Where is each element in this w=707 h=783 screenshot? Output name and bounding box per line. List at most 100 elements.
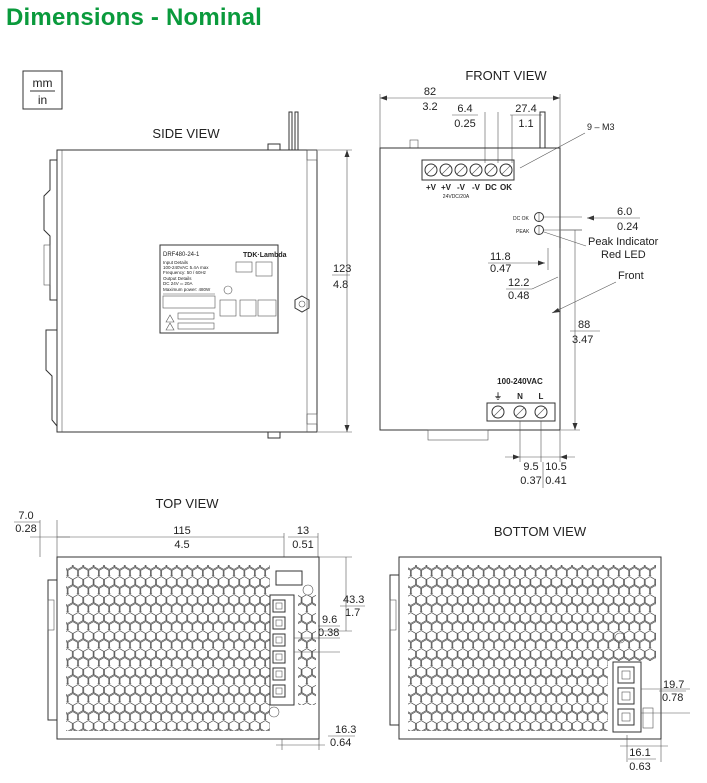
top-vent-pattern bbox=[66, 565, 270, 731]
dim-88-in: 3.47 bbox=[572, 334, 593, 346]
bottom-view-label: BOTTOM VIEW bbox=[494, 524, 587, 539]
bottom-vent-pattern-bottom bbox=[408, 661, 608, 731]
svg-text:Maximum power: 480W: Maximum power: 480W bbox=[163, 287, 211, 292]
front-view: FRONT VIEW 82 3.2 6.4 0.25 27.4 1.1 9 – … bbox=[379, 68, 659, 488]
dim-6-4-mm: 6.4 bbox=[457, 103, 472, 115]
svg-text:Output Details: Output Details bbox=[163, 276, 192, 281]
bottom-terminal bbox=[617, 666, 635, 684]
dim-16-1-mm: 16.1 bbox=[629, 747, 650, 759]
input-terminal-label: L bbox=[539, 392, 544, 401]
dim-9-5-mm: 9.5 bbox=[523, 461, 538, 473]
rating-label: 24VDC/20A bbox=[443, 194, 470, 200]
front-view-label: FRONT VIEW bbox=[465, 68, 547, 83]
dim-19-7-in: 0.78 bbox=[662, 692, 683, 704]
dc-ok-label: DC OK bbox=[513, 216, 530, 222]
page-title: Dimensions - Nominal bbox=[6, 4, 263, 31]
dim-115-in: 4.5 bbox=[174, 539, 189, 551]
dim-12-2-mm: 12.2 bbox=[508, 277, 529, 289]
output-terminal-block bbox=[421, 159, 515, 181]
dim-123-mm: 123 bbox=[333, 263, 351, 275]
bottom-terminal bbox=[617, 687, 635, 705]
input-terminal-screw bbox=[491, 405, 505, 419]
peak-label: PEAK bbox=[516, 229, 530, 235]
svg-text:DC 24V ═ 20A: DC 24V ═ 20A bbox=[163, 281, 192, 286]
dim-13-mm: 13 bbox=[297, 525, 309, 537]
front-body bbox=[379, 147, 561, 431]
terminal-screw bbox=[424, 163, 438, 177]
svg-text:100-240VAC 5.4A max: 100-240VAC 5.4A max bbox=[163, 265, 209, 270]
units-mm: mm bbox=[33, 76, 53, 90]
dim-13-in: 0.51 bbox=[292, 539, 313, 551]
top-view-label: TOP VIEW bbox=[155, 496, 219, 511]
terminal-label: -V bbox=[457, 183, 466, 192]
dim-6-4-in: 0.25 bbox=[454, 118, 475, 130]
svg-text:Input Details: Input Details bbox=[163, 260, 189, 265]
dim-10-5-mm: 10.5 bbox=[545, 461, 566, 473]
callout-peak: Peak Indicator bbox=[588, 236, 659, 248]
dim-19-7-mm: 19.7 bbox=[663, 679, 684, 691]
terminal-label: OK bbox=[500, 183, 512, 192]
callout-front: Front bbox=[618, 270, 644, 282]
dim-16-3-in: 0.64 bbox=[330, 737, 351, 749]
terminal-label: -V bbox=[472, 183, 481, 192]
dim-12-2-in: 0.48 bbox=[508, 290, 529, 302]
dim-16-1-in: 0.63 bbox=[629, 761, 650, 773]
terminal-label: +V bbox=[441, 183, 452, 192]
svg-text:Frequency: 50 / 60Hz: Frequency: 50 / 60Hz bbox=[163, 270, 207, 275]
dim-43-3-mm: 43.3 bbox=[343, 594, 364, 606]
top-terminal bbox=[272, 684, 286, 698]
terminal-label: +V bbox=[426, 183, 437, 192]
input-terminal-label: N bbox=[517, 392, 523, 401]
terminal-screw bbox=[499, 163, 513, 177]
terminal-screw bbox=[454, 163, 468, 177]
dim-9-6-in: 0.38 bbox=[318, 627, 339, 639]
dim-9-5-in: 0.37 bbox=[520, 475, 541, 487]
dim-27-4-in: 1.1 bbox=[518, 118, 533, 130]
label-brand: TDK·Lambda bbox=[243, 252, 287, 259]
dim-6-0-mm: 6.0 bbox=[617, 206, 632, 218]
top-terminal bbox=[272, 616, 286, 630]
dim-11-8-mm: 11.8 bbox=[490, 251, 511, 263]
input-terminal-screw bbox=[513, 405, 527, 419]
dim-7-0-in: 0.28 bbox=[15, 523, 36, 535]
input-terminal-screw bbox=[534, 405, 548, 419]
top-terminal-column bbox=[269, 594, 295, 706]
dim-27-4-mm: 27.4 bbox=[515, 103, 536, 115]
side-view-label: SIDE VIEW bbox=[152, 126, 220, 141]
label-model: DRF480-24-1 bbox=[163, 252, 200, 258]
input-terminal-label: ⏚ bbox=[494, 392, 502, 401]
dim-11-8-in: 0.47 bbox=[490, 263, 511, 275]
bottom-view: BOTTOM VIEW 19.7 0.78 16.1 0.63 bbox=[389, 524, 690, 773]
dim-82-mm: 82 bbox=[424, 86, 436, 98]
dim-6-0-in: 0.24 bbox=[617, 221, 638, 233]
input-terminal-block bbox=[486, 402, 556, 422]
side-view: SIDE VIEW DRF480-24-1 TDK·Lambda Input D… bbox=[43, 111, 352, 439]
terminal-screw bbox=[484, 163, 498, 177]
top-view: TOP VIEW 7.0 0.28 115 4.5 13 0.51 bbox=[14, 496, 365, 750]
side-body bbox=[56, 149, 318, 433]
callout-red-led: Red LED bbox=[601, 249, 646, 261]
terminal-screw bbox=[439, 163, 453, 177]
dim-123-in: 4.8 bbox=[333, 279, 348, 291]
dim-10-5-in: 0.41 bbox=[545, 475, 566, 487]
dim-82-in: 3.2 bbox=[422, 101, 437, 113]
bottom-vent-pattern-top bbox=[408, 565, 656, 661]
dim-7-0-mm: 7.0 bbox=[18, 510, 33, 522]
label-plate: DRF480-24-1 TDK·Lambda Input Details 100… bbox=[159, 244, 287, 334]
dim-115-mm: 115 bbox=[173, 525, 191, 537]
input-rating-label: 100-240VAC bbox=[497, 377, 543, 386]
terminal-screw bbox=[469, 163, 483, 177]
top-led-block bbox=[275, 570, 303, 586]
bottom-terminal-column bbox=[612, 661, 642, 733]
dim-9-6-mm: 9.6 bbox=[322, 614, 337, 626]
dim-43-3-in: 1.7 bbox=[345, 607, 360, 619]
units-legend: mm in bbox=[22, 70, 63, 110]
dim-88-mm: 88 bbox=[578, 319, 590, 331]
top-terminal bbox=[272, 633, 286, 647]
top-terminal bbox=[272, 599, 286, 613]
units-in: in bbox=[38, 93, 47, 107]
dim-16-3-mm: 16.3 bbox=[335, 724, 356, 736]
screw-label: 9 – M3 bbox=[587, 122, 615, 132]
top-terminal bbox=[272, 667, 286, 681]
